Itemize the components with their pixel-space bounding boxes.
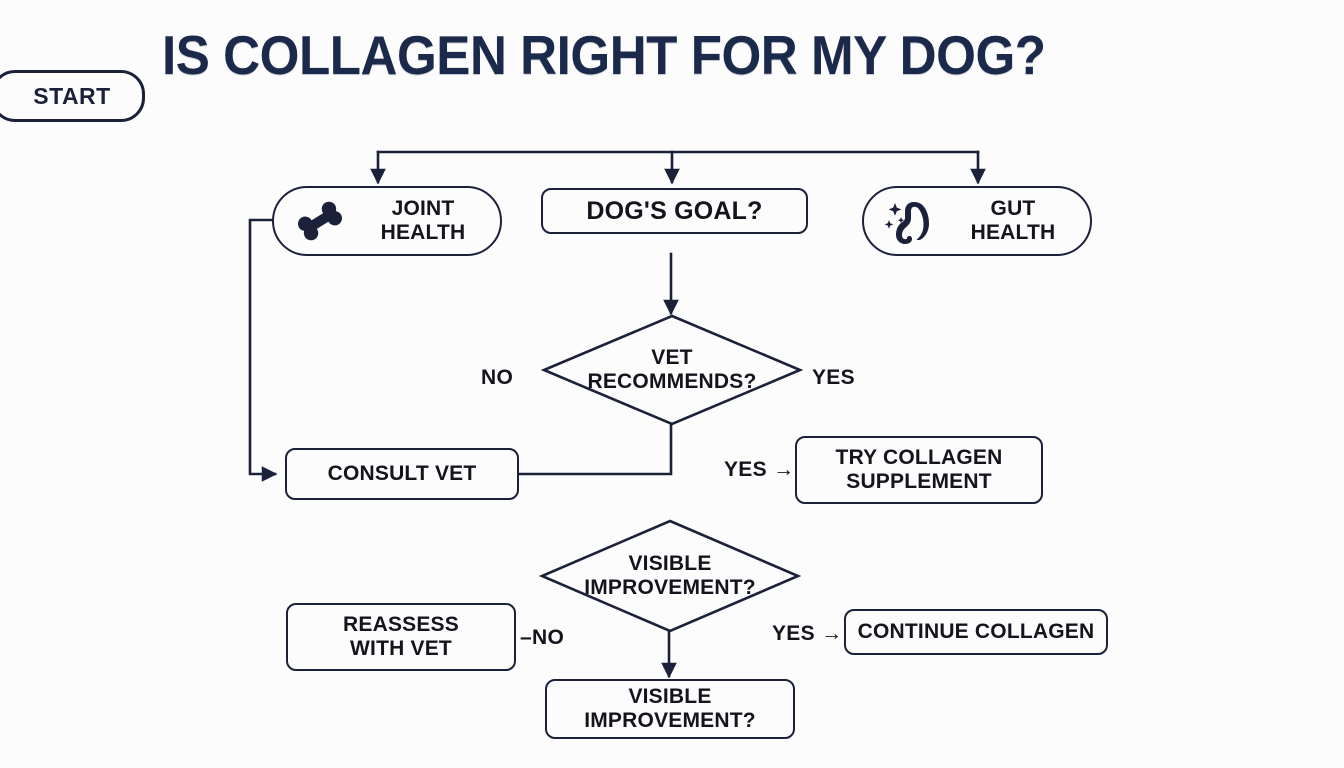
edge-joint-to-consult: [248, 218, 278, 482]
stomach-sparkle-icon: [882, 197, 938, 245]
edge-label-vet-no: NO: [481, 366, 514, 389]
node-start[interactable]: START: [0, 70, 145, 122]
page-title: IS COLLAGEN RIGHT FOR MY DOG?: [162, 24, 1046, 86]
node-consult-vet-label: CONSULT VET: [327, 462, 477, 486]
node-consult-vet[interactable]: CONSULT VET: [285, 448, 519, 500]
arrow-right-icon: →: [773, 458, 795, 481]
edge-label-try-yes: YES →: [724, 458, 795, 481]
node-start-label: START: [33, 82, 111, 109]
dash-icon: –: [520, 626, 532, 649]
node-dogs-goal-label: DOG'S GOAL?: [586, 197, 763, 225]
edge-label-vet-yes: YES: [812, 366, 855, 389]
bone-icon: [292, 197, 348, 245]
edge-label-improve-yes: YES →: [772, 622, 843, 645]
edge-label-improve-no: –NO: [520, 626, 565, 649]
edge-vet-no-to-consult: [517, 422, 673, 476]
node-continue-collagen[interactable]: CONTINUE COLLAGEN: [844, 609, 1108, 655]
node-continue-collagen-label: CONTINUE COLLAGEN: [857, 620, 1095, 644]
node-dogs-goal[interactable]: DOG'S GOAL?: [541, 188, 808, 234]
arrow-right-icon: →: [821, 622, 843, 645]
